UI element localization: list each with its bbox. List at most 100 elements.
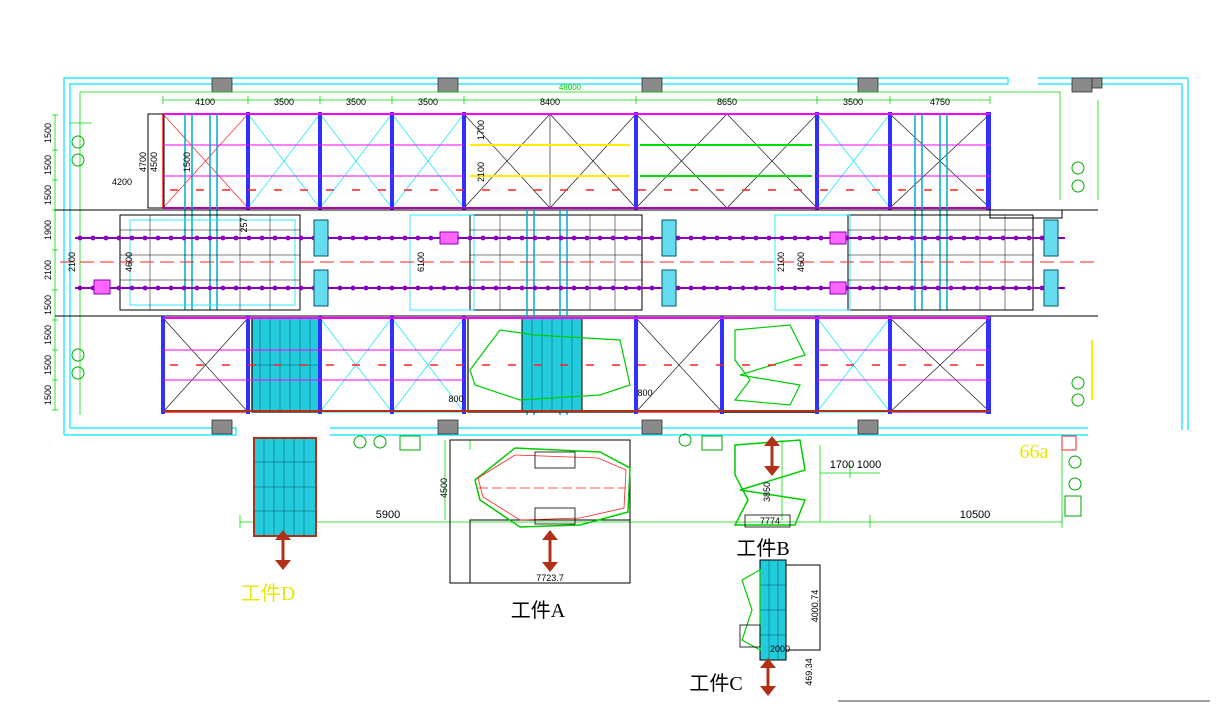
roller — [922, 235, 928, 241]
dim-left-1: 1500 — [43, 123, 53, 143]
roller — [649, 285, 655, 291]
workpiece-d — [253, 437, 317, 537]
roller — [779, 235, 785, 241]
workpiece-labels: 工件D 工件A 工件B 工件C 66a — [241, 435, 1077, 695]
roller — [545, 235, 551, 241]
roller — [623, 285, 629, 291]
roller — [714, 285, 720, 291]
roller — [675, 235, 681, 241]
roller — [233, 285, 239, 291]
roller — [766, 285, 772, 291]
roller — [532, 235, 538, 241]
roller — [571, 235, 577, 241]
dim-inner-b: 4500 — [149, 152, 159, 172]
dim-d10: 2000 — [770, 644, 790, 654]
roller — [519, 285, 525, 291]
roller — [337, 235, 343, 241]
dim-seg-1: 4100 — [195, 97, 215, 107]
roller — [493, 235, 499, 241]
top-storage-racks — [147, 112, 991, 310]
roller — [363, 285, 369, 291]
roller — [961, 285, 967, 291]
dim-left-5: 2100 — [43, 260, 53, 280]
roller — [883, 285, 889, 291]
dim-pit-1: 4600 — [124, 252, 134, 272]
dim-left-9: 1500 — [43, 385, 53, 405]
columns — [211, 77, 1103, 435]
roller — [974, 285, 980, 291]
dim-inner-a: 4700 — [138, 152, 148, 172]
roller — [636, 285, 642, 291]
label-workpiece-c: 工件C — [689, 672, 742, 695]
roller — [506, 285, 512, 291]
roller — [610, 235, 616, 241]
roller — [1013, 285, 1019, 291]
roller — [220, 235, 226, 241]
roller — [168, 285, 174, 291]
roller — [766, 235, 772, 241]
roller — [116, 285, 122, 291]
tag-66a: 66a — [1020, 441, 1049, 463]
roller — [1013, 235, 1019, 241]
roller — [181, 235, 187, 241]
bottom-dimension-text: 5900 10500 1700 1000 4500 7723.7 3850 40… — [376, 459, 991, 686]
dim-left-mid: 2100 — [67, 252, 77, 272]
roller — [415, 285, 421, 291]
roller — [948, 235, 954, 241]
roller — [935, 285, 941, 291]
roller — [506, 235, 512, 241]
dim-seg-5: 8400 — [540, 97, 560, 107]
roller — [103, 235, 109, 241]
roller — [363, 235, 369, 241]
dim-tag-800b: 800 — [637, 388, 652, 398]
roller — [688, 285, 694, 291]
dim-inner-d: 1500 — [182, 152, 192, 172]
roller — [298, 285, 304, 291]
roller — [636, 235, 642, 241]
roller — [935, 235, 941, 241]
dim-bay5-a: 1700 — [476, 120, 486, 140]
roller — [883, 235, 889, 241]
roller — [1026, 285, 1032, 291]
roller — [1026, 235, 1032, 241]
roller — [142, 235, 148, 241]
roller — [1000, 285, 1006, 291]
roller — [350, 285, 356, 291]
dim-seg-4: 3500 — [418, 97, 438, 107]
roller — [675, 285, 681, 291]
roller — [714, 235, 720, 241]
dim-d4: 1000 — [857, 459, 881, 471]
roller — [376, 285, 382, 291]
workpiece-b — [733, 439, 807, 528]
dim-seg-2: 3500 — [274, 97, 294, 107]
roller — [558, 285, 564, 291]
workpiece-a — [449, 439, 631, 584]
dim-tag-800a: 800 — [448, 394, 463, 404]
left-dimension-text: 1500 1500 1500 1900 2100 1500 1500 1500 … — [43, 123, 192, 405]
roller — [194, 235, 200, 241]
roller — [246, 235, 252, 241]
roller — [818, 235, 824, 241]
roller — [571, 285, 577, 291]
label-workpiece-a: 工件A — [511, 599, 566, 622]
dim-seg-8: 4750 — [930, 97, 950, 107]
roller — [207, 235, 213, 241]
roller — [402, 235, 408, 241]
roller — [389, 235, 395, 241]
roller — [805, 235, 811, 241]
roller — [155, 235, 161, 241]
roller — [857, 235, 863, 241]
roller — [896, 285, 902, 291]
dim-total: 48000 — [559, 83, 582, 92]
roller — [168, 235, 174, 241]
roller — [181, 285, 187, 291]
roller — [740, 235, 746, 241]
roller — [259, 235, 265, 241]
roller — [441, 285, 447, 291]
roller — [285, 235, 291, 241]
reference-lines — [838, 209, 1210, 702]
top-dimension-text: 48000 4100 3500 3500 3500 8400 8650 3500… — [195, 83, 950, 107]
dim-seg-7: 3500 — [843, 97, 863, 107]
roller — [415, 235, 421, 241]
